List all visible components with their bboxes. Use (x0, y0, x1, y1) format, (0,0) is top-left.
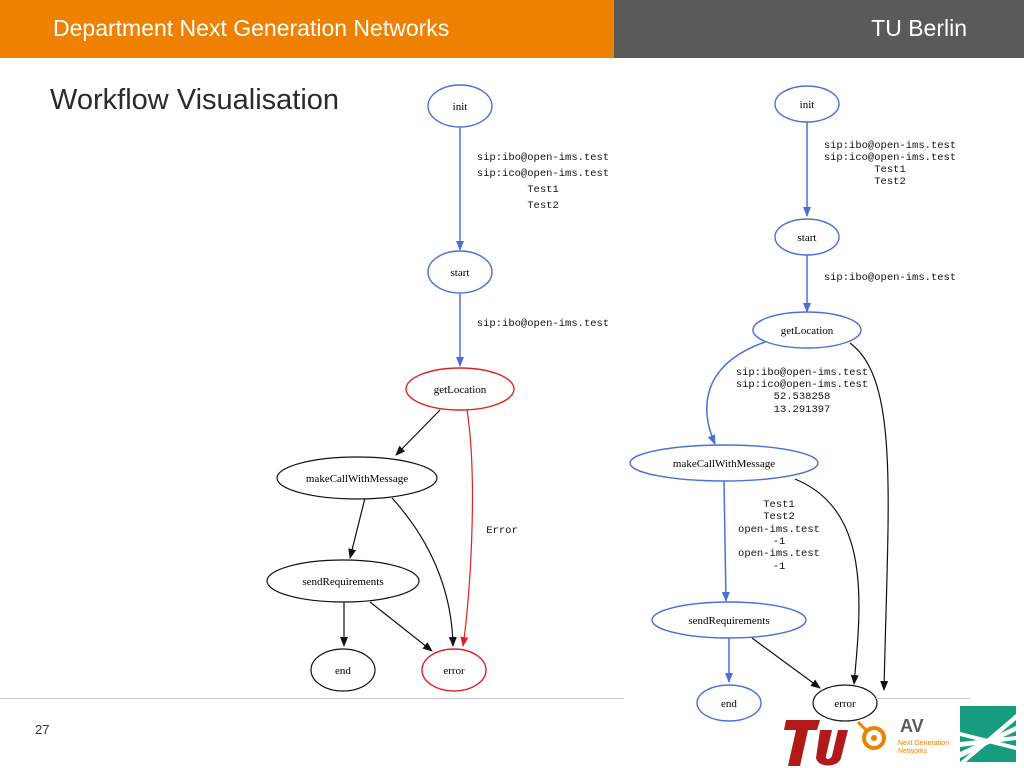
tu-berlin-logo (784, 720, 848, 766)
left-node-init-label: init (453, 101, 468, 113)
left-label-init-start-3: Test1 (527, 184, 559, 196)
left-node-end (310, 648, 376, 692)
right-node-error-label: error (834, 698, 856, 710)
right-edge-makecall-sendreq (721, 480, 730, 602)
right-label-makecall-sendreq-3: open-ims.test (738, 524, 820, 536)
right-label-init-start-3: Test1 (874, 164, 906, 176)
right-node-end (696, 684, 762, 722)
right-label-getlocation-makecall-3: 52.538258 (774, 391, 831, 403)
right-label-makecall-sendreq-5: open-ims.test (738, 548, 820, 560)
left-edge-getlocation-makecall (395, 409, 441, 456)
department-title: Department Next Generation Networks (53, 15, 450, 41)
right-edge-makecall-error (794, 478, 860, 685)
right-label-getlocation-makecall-1: sip:ibo@open-ims.test (736, 367, 868, 379)
right-node-init (774, 85, 840, 123)
right-label-init-start-4: Test2 (874, 176, 906, 188)
right-label-makecall-sendreq-6: -1 (773, 561, 786, 573)
left-edge-sendreq-error (369, 601, 433, 652)
av-logo-text: AV (900, 716, 924, 736)
left-node-getlocation-label: getLocation (434, 384, 487, 396)
left-edge-makecall-sendreq (348, 497, 366, 559)
right-edge-getlocation-error (849, 342, 889, 691)
left-node-error (421, 648, 487, 692)
left-node-init (427, 84, 493, 128)
right-label-init-start-1: sip:ibo@open-ims.test (824, 140, 956, 152)
left-node-sendrequirements (266, 559, 420, 603)
right-node-getlocation-label: getLocation (781, 325, 834, 337)
right-label-getlocation-makecall-2: sip:ico@open-ims.test (736, 379, 868, 391)
left-node-end-label: end (335, 665, 351, 677)
right-label-makecall-sendreq-4: -1 (773, 536, 786, 548)
left-edge-makecall-error (391, 497, 457, 647)
left-edge-getlocation-error (460, 409, 474, 647)
left-label-init-start-4: Test2 (527, 200, 559, 212)
right-label-start-getlocation: sip:ibo@open-ims.test (824, 272, 956, 284)
header-bar-left (0, 0, 614, 58)
left-diagram: init start getLocation makeCallWithMessa… (266, 84, 609, 692)
av-logo: AV Next Generation Networks (856, 716, 949, 755)
page-number: 27 (35, 722, 50, 737)
organization-name: TU Berlin (871, 15, 967, 41)
header-bar-right (614, 0, 1024, 58)
left-node-makecallwithmessage (276, 456, 438, 500)
right-node-sendrequirements (651, 601, 807, 639)
right-label-makecall-sendreq-1: Test1 (763, 499, 795, 511)
right-diagram: init start getLocation makeCallWithMessa… (629, 85, 956, 722)
right-edge-getlocation-makecall (706, 341, 766, 445)
av-logo-sub2: Networks (898, 748, 928, 755)
right-node-sendrequirements-label: sendRequirements (688, 615, 769, 627)
right-node-makecallwithmessage (629, 444, 819, 482)
right-node-start (774, 218, 840, 256)
left-node-makecallwithmessage-label: makeCallWithMessage (306, 473, 408, 485)
fraunhofer-logo (960, 706, 1016, 762)
right-edge-sendreq-error (751, 637, 821, 689)
right-node-init-label: init (800, 99, 815, 111)
left-label-init-start-2: sip:ico@open-ims.test (477, 168, 609, 180)
right-node-makecallwithmessage-label: makeCallWithMessage (673, 458, 775, 470)
left-node-start (427, 250, 493, 294)
left-node-error-label: error (443, 665, 465, 677)
right-node-start-label: start (798, 232, 817, 244)
right-node-end-label: end (721, 698, 737, 710)
footer-divider (0, 698, 624, 699)
left-node-start-label: start (451, 267, 470, 279)
right-label-makecall-sendreq-2: Test2 (763, 511, 795, 523)
left-label-start-getlocation: sip:ibo@open-ims.test (477, 318, 609, 330)
left-node-sendrequirements-label: sendRequirements (302, 576, 383, 588)
right-label-init-start-2: sip:ico@open-ims.test (824, 152, 956, 164)
right-label-getlocation-makecall-4: 13.291397 (774, 404, 831, 416)
av-logo-sub1: Next Generation (898, 740, 949, 747)
right-node-error (812, 684, 878, 722)
left-label-init-start-1: sip:ibo@open-ims.test (477, 152, 609, 164)
footer-divider-right (876, 698, 970, 699)
left-label-error: Error (486, 525, 518, 537)
slide-title: Workflow Visualisation (50, 84, 340, 116)
right-node-getlocation (752, 311, 862, 349)
left-node-getlocation (405, 367, 515, 411)
